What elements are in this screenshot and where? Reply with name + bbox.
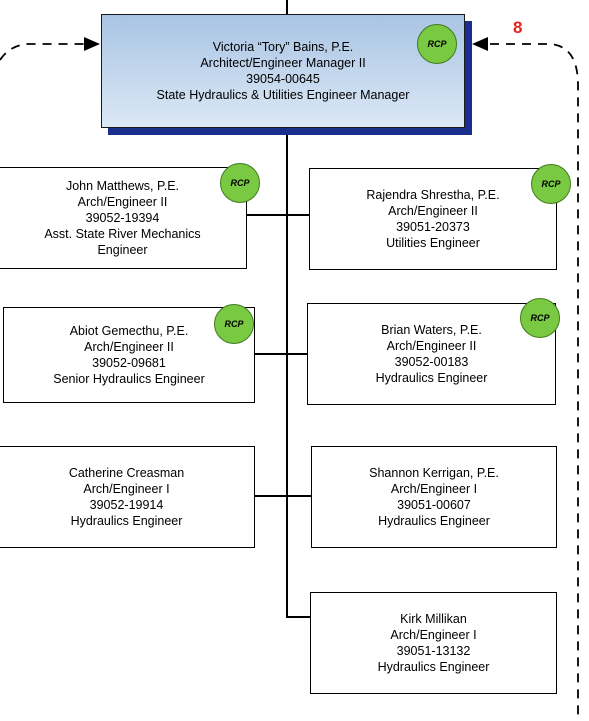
employee-title: Arch/Engineer I xyxy=(390,482,478,496)
employee-box-waters: Brian Waters, P.E. Arch/Engineer II 3905… xyxy=(307,303,556,405)
employee-box-creasman: Catherine Creasman Arch/Engineer I 39052… xyxy=(0,446,255,548)
manager-id: 39054-00645 xyxy=(246,72,320,86)
employee-name: Shannon Kerrigan, P.E. xyxy=(369,466,499,480)
rcp-icon: RCP xyxy=(531,164,571,204)
employee-role: Hydraulics Engineer xyxy=(378,514,490,528)
employee-role: Hydraulics Engineer xyxy=(377,660,490,674)
employee-title: Arch/Engineer II xyxy=(388,204,478,218)
employee-id: 39052-19914 xyxy=(89,498,164,512)
employee-box-millikan: Kirk Millikan Arch/Engineer I 39051-1313… xyxy=(310,592,557,694)
connector-millikan xyxy=(286,616,310,618)
rcp-icon: RCP xyxy=(220,163,260,203)
employee-id: 39051-13132 xyxy=(396,644,471,658)
employee-title: Arch/Engineer I xyxy=(390,628,477,642)
employee-box-shrestha: Rajendra Shrestha, P.E. Arch/Engineer II… xyxy=(309,168,557,270)
connector-gemecthu-waters xyxy=(255,353,307,355)
employee-name: Catherine Creasman xyxy=(68,466,185,480)
employee-role: Senior Hydraulics Engineer xyxy=(53,372,205,386)
employee-id: 39052-09681 xyxy=(92,356,166,370)
main-trunk-line xyxy=(286,128,288,618)
employee-name: Kirk Millikan xyxy=(400,612,467,626)
employee-id: 39051-00607 xyxy=(397,498,471,512)
employee-box-kerrigan: Shannon Kerrigan, P.E. Arch/Engineer I 3… xyxy=(311,446,557,548)
manager-name: Victoria “Tory” Bains, P.E. xyxy=(212,40,354,54)
employee-box-matthews: John Matthews, P.E. Arch/Engineer II 390… xyxy=(0,167,247,269)
employee-id: 39052-19394 xyxy=(85,211,160,225)
arrow-right-icon xyxy=(472,37,488,51)
employee-title: Arch/Engineer II xyxy=(84,340,174,354)
employee-role: Engineer xyxy=(97,243,148,257)
manager-role: State Hydraulics & Utilities Engineer Ma… xyxy=(156,88,410,102)
employee-role: Asst. State River Mechanics xyxy=(44,227,201,241)
top-incoming-line xyxy=(286,0,288,14)
connector-matthews-shrestha xyxy=(247,214,309,216)
employee-box-gemecthu: Abiot Gemecthu, P.E. Arch/Engineer II 39… xyxy=(3,307,255,403)
connector-creasman-kerrigan xyxy=(255,495,311,497)
rcp-icon: RCP xyxy=(417,24,457,64)
employee-title: Arch/Engineer I xyxy=(83,482,170,496)
employee-title: Arch/Engineer II xyxy=(77,195,168,209)
employee-name: John Matthews, P.E. xyxy=(65,179,180,193)
employee-name: Rajendra Shrestha, P.E. xyxy=(366,188,500,202)
employee-role: Hydraulics Engineer xyxy=(375,371,488,385)
employee-role: Hydraulics Engineer xyxy=(70,514,183,528)
manager-title: Architect/Engineer Manager II xyxy=(200,56,366,70)
employee-id: 39052-00183 xyxy=(394,355,469,369)
employee-title: Arch/Engineer II xyxy=(386,339,477,353)
employee-id: 39051-20373 xyxy=(396,220,470,234)
employee-name: Brian Waters, P.E. xyxy=(381,323,482,337)
rcp-icon: RCP xyxy=(520,298,560,338)
badge-number: 8 xyxy=(513,18,523,37)
rcp-icon: RCP xyxy=(214,304,254,344)
employee-name: Abiot Gemecthu, P.E. xyxy=(69,324,189,338)
arrow-left-icon xyxy=(84,37,100,51)
employee-role: Utilities Engineer xyxy=(386,236,480,250)
manager-box: Victoria “Tory” Bains, P.E. Architect/En… xyxy=(101,14,465,128)
